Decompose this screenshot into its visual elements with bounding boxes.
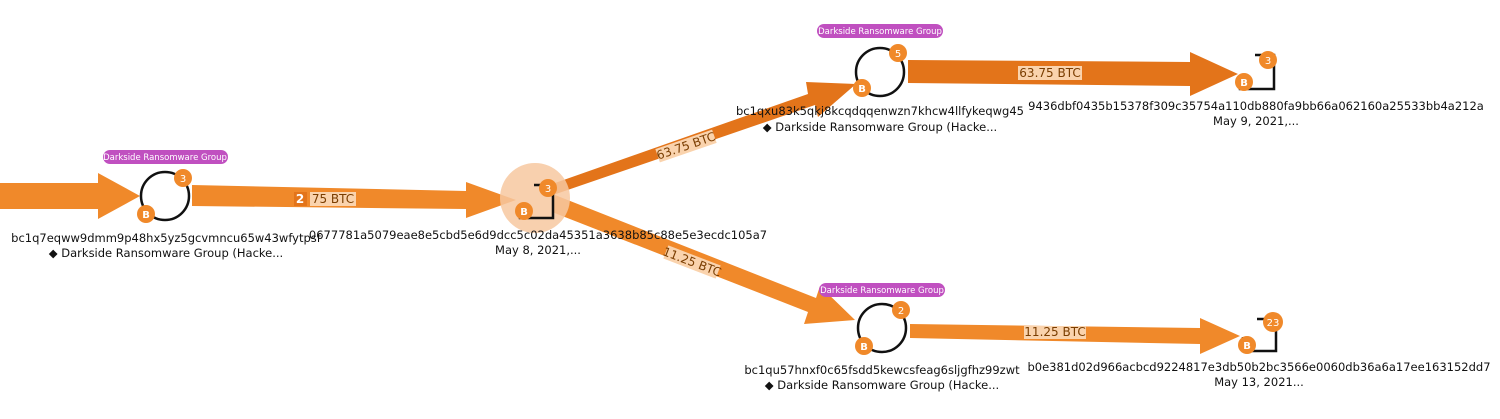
bitcoin-icon xyxy=(855,337,873,355)
bitcoin-icon xyxy=(515,202,533,220)
node-date-label: May 13, 2021... xyxy=(1214,375,1304,389)
node-owner-label: ◆ Darkside Ransomware Group (Hacke... xyxy=(763,120,997,134)
edge-amount-label: 11.25 BTC xyxy=(1024,325,1085,339)
incoming-flow-arrow[interactable] xyxy=(0,173,140,219)
edge-count-badge-bg xyxy=(294,192,307,206)
bitcoin-icon xyxy=(853,79,871,97)
node-address-left[interactable]: Darkside Ransomware Group 3 B bc1q7eqww9… xyxy=(11,150,322,260)
edge-amount-bg xyxy=(1018,66,1082,80)
entity-tag xyxy=(103,150,228,164)
bitcoin-icon xyxy=(1235,73,1253,91)
bitcoin-icon xyxy=(1238,336,1256,354)
node-address-top[interactable]: Darkside Ransomware Group 5 B bc1qxu83k5… xyxy=(736,24,1024,134)
selection-highlight xyxy=(500,163,570,233)
node-hash-label: 9436dbf0435b15378f309c35754a110db880fa9b… xyxy=(1028,99,1484,113)
bitcoin-symbol: B xyxy=(858,84,866,95)
edge-amount-label: 63.75 BTC xyxy=(655,129,718,162)
bitcoin-symbol: B xyxy=(1243,341,1251,352)
entity-tag xyxy=(819,283,945,297)
edge-amount-bg xyxy=(663,245,721,279)
count-badge xyxy=(889,44,907,62)
count-badge-label: 3 xyxy=(180,174,186,185)
bitcoin-symbol: B xyxy=(1240,78,1248,89)
count-badge xyxy=(174,169,192,187)
edge-amount-label: 75 BTC xyxy=(312,192,354,206)
node-owner-label: ◆ Darkside Ransomware Group (Hacke... xyxy=(49,246,283,260)
bitcoin-symbol: B xyxy=(142,210,150,221)
count-badge xyxy=(1259,51,1277,69)
count-badge-label: 3 xyxy=(1265,56,1271,67)
edge-amount-bg xyxy=(310,192,356,206)
bitcoin-icon xyxy=(137,205,155,223)
entity-tag-label: Darkside Ransomware Group xyxy=(820,286,944,296)
node-date-label: May 8, 2021,... xyxy=(495,243,581,257)
node-hash-label: b0e381d02d966acbcd9224817e3db50b2bc3566e… xyxy=(1027,360,1490,374)
entity-tag-label: Darkside Ransomware Group xyxy=(103,153,227,163)
node-hash-label: 0677781a5079eae8e5cbd5e6d9dcc5c02da45351… xyxy=(309,228,767,242)
node-transaction-top-right[interactable]: 3 B 9436dbf0435b15378f309c35754a110db880… xyxy=(1028,51,1484,128)
node-address-bottom[interactable]: Darkside Ransomware Group 2 B bc1qu57hnx… xyxy=(744,283,1020,392)
node-owner-label: ◆ Darkside Ransomware Group (Hacke... xyxy=(765,378,999,392)
node-date-label: May 9, 2021,... xyxy=(1213,114,1299,128)
node-transaction-bottom-right[interactable]: 23 B b0e381d02d966acbcd9224817e3db50b2bc… xyxy=(1027,312,1491,389)
count-badge-label: 23 xyxy=(1267,318,1280,329)
count-badge-label: 2 xyxy=(898,306,904,317)
node-address-label: bc1qu57hnxf0c65fsdd5kewcsfeag6sljgfhz99z… xyxy=(744,363,1020,377)
count-badge xyxy=(1263,312,1283,332)
bitcoin-symbol: B xyxy=(860,342,868,353)
edge-amount-bg xyxy=(655,129,717,163)
edge-count-label: 2 xyxy=(296,192,304,206)
entity-tag xyxy=(817,24,943,38)
count-badge xyxy=(539,179,557,197)
entity-tag-label: Darkside Ransomware Group xyxy=(818,27,942,37)
count-badge-label: 3 xyxy=(545,184,551,195)
node-transaction-center[interactable]: 3 B 0677781a5079eae8e5cbd5e6d9dcc5c02da4… xyxy=(309,163,767,257)
edge-amount-bg xyxy=(1024,326,1086,339)
node-address-label: bc1qxu83k5qkj8kcqdqqenwzn7khcw4llfykeqwg… xyxy=(736,104,1024,118)
bitcoin-symbol: B xyxy=(520,207,528,218)
node-address-label: bc1q7eqww9dmm9p48hx5yz5gcvmncu65w43wfytp… xyxy=(11,231,322,245)
count-badge xyxy=(892,301,910,319)
edge-amount-label: 63.75 BTC xyxy=(1019,66,1080,80)
count-badge-label: 5 xyxy=(895,49,901,60)
